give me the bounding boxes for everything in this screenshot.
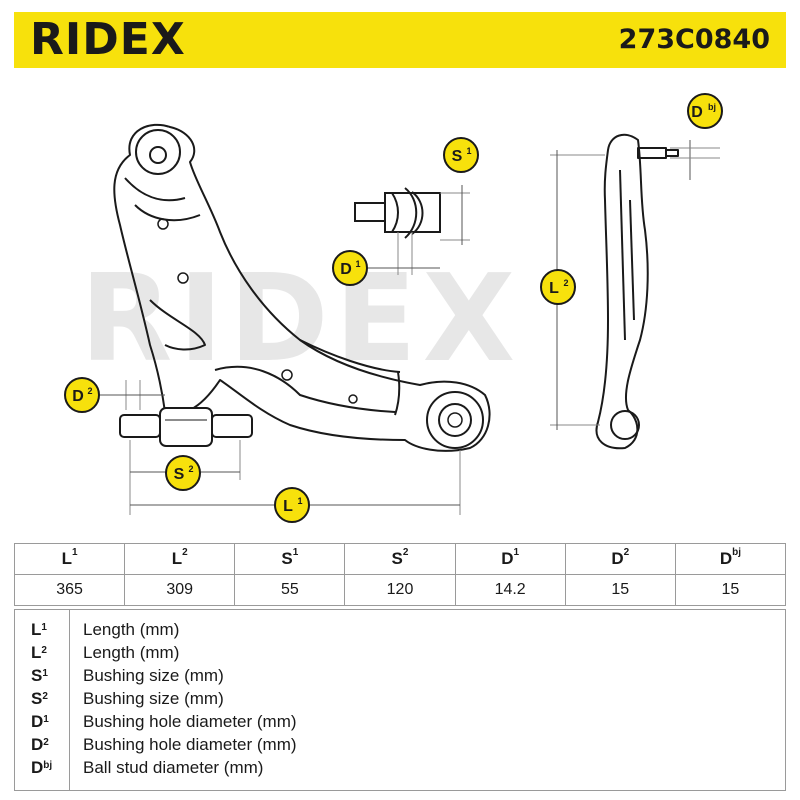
legend-divider — [69, 610, 70, 790]
svg-text:D: D — [691, 104, 703, 121]
badge-d2: D 2 — [64, 377, 100, 413]
spec-header-cell: D2 — [564, 543, 676, 575]
svg-text:1: 1 — [466, 146, 471, 156]
spec-header-cell: Dbj — [674, 543, 787, 575]
spec-header-cell: S2 — [344, 543, 456, 575]
mount-hole — [157, 218, 169, 230]
watermark: RIDEX — [80, 250, 521, 389]
spec-value-cell: 55 — [234, 574, 346, 606]
spec-header-cell: L1 — [13, 543, 126, 575]
svg-text:1: 1 — [355, 259, 360, 269]
legend-box: L1 Length (mm) L2 Length (mm) S1 Bushing… — [14, 609, 786, 791]
svg-text:D: D — [340, 261, 352, 278]
svg-text:L: L — [549, 280, 559, 297]
mount-hole — [348, 394, 358, 404]
legend-description: Bushing hole diameter (mm) — [83, 735, 297, 754]
mount-hole — [177, 272, 189, 284]
svg-text:L: L — [283, 498, 293, 515]
svg-text:D: D — [72, 388, 84, 405]
legend-description: Bushing size (mm) — [83, 666, 224, 685]
spec-header-cell: D1 — [454, 543, 566, 575]
mount-hole — [281, 369, 293, 381]
legend-symbol: D1 — [31, 712, 49, 731]
legend-symbol: L2 — [31, 643, 47, 662]
svg-text:S: S — [174, 466, 185, 483]
svg-text:bj: bj — [708, 102, 716, 112]
legend-description: Length (mm) — [83, 643, 180, 662]
legend-symbol: L1 — [31, 620, 47, 639]
bushing-detail — [354, 187, 441, 239]
svg-text:1: 1 — [297, 496, 302, 506]
legend-item: L1 Length (mm) — [15, 619, 775, 641]
legend-item: S2 Bushing size (mm) — [15, 688, 775, 710]
spec-value-cell: 309 — [124, 574, 236, 606]
front-bushing-outer — [135, 129, 181, 175]
control-arm-side-view — [595, 133, 679, 450]
technical-drawing: RIDEX — [64, 93, 723, 523]
svg-text:2: 2 — [563, 278, 568, 288]
svg-text:2: 2 — [188, 464, 193, 474]
badge-l2: L 2 — [540, 269, 576, 305]
legend-item: D1 Bushing hole diameter (mm) — [15, 711, 775, 733]
legend-description: Ball stud diameter (mm) — [83, 758, 264, 777]
legend-symbol: S2 — [31, 689, 48, 708]
ball-joint-outer — [426, 391, 484, 449]
side-bushing — [610, 410, 640, 440]
legend-item: Dbj Ball stud diameter (mm) — [15, 757, 775, 779]
badge-d-bj: D bj — [687, 93, 723, 129]
legend-symbol: S1 — [31, 666, 48, 685]
badge-d1: D 1 — [332, 250, 368, 286]
spec-header-row: L1 L2 S1 S2 D1 D2 Dbj — [13, 543, 787, 575]
badge-s1: S 1 — [443, 137, 479, 173]
spec-value-cell: 15 — [564, 574, 676, 606]
legend-item: D2 Bushing hole diameter (mm) — [15, 734, 775, 756]
legend-symbol: Dbj — [31, 758, 53, 777]
rear-bushing — [119, 407, 253, 447]
header-bar: RIDEX 273C0840 — [14, 12, 786, 68]
legend-item: S1 Bushing size (mm) — [15, 665, 775, 687]
ball-joint-inner — [447, 412, 463, 428]
badge-l1: L 1 — [274, 487, 310, 523]
part-number: 273C0840 — [618, 24, 770, 55]
spec-header-cell: S1 — [234, 543, 346, 575]
legend-item: L2 Length (mm) — [15, 642, 775, 664]
spec-header-cell: L2 — [124, 543, 236, 575]
brand-logo: RIDEX — [30, 14, 186, 65]
ball-joint-mid — [438, 403, 472, 437]
legend-description: Length (mm) — [83, 620, 180, 639]
front-bushing-inner — [149, 146, 167, 164]
legend-description: Bushing size (mm) — [83, 689, 224, 708]
spec-table: L1 L2 S1 S2 D1 D2 Dbj 365 309 55 120 14.… — [13, 543, 787, 606]
legend-symbol: D2 — [31, 735, 49, 754]
svg-text:2: 2 — [87, 386, 92, 396]
spec-value-cell: 14.2 — [454, 574, 566, 606]
legend-description: Bushing hole diameter (mm) — [83, 712, 297, 731]
control-arm-top-view — [113, 123, 491, 452]
svg-text:S: S — [452, 148, 463, 165]
spec-value-row: 365 309 55 120 14.2 15 15 — [13, 574, 787, 606]
spec-value-cell: 120 — [344, 574, 456, 606]
badge-s2: S 2 — [165, 455, 201, 491]
spec-value-cell: 365 — [13, 574, 126, 606]
spec-value-cell: 15 — [674, 574, 787, 606]
